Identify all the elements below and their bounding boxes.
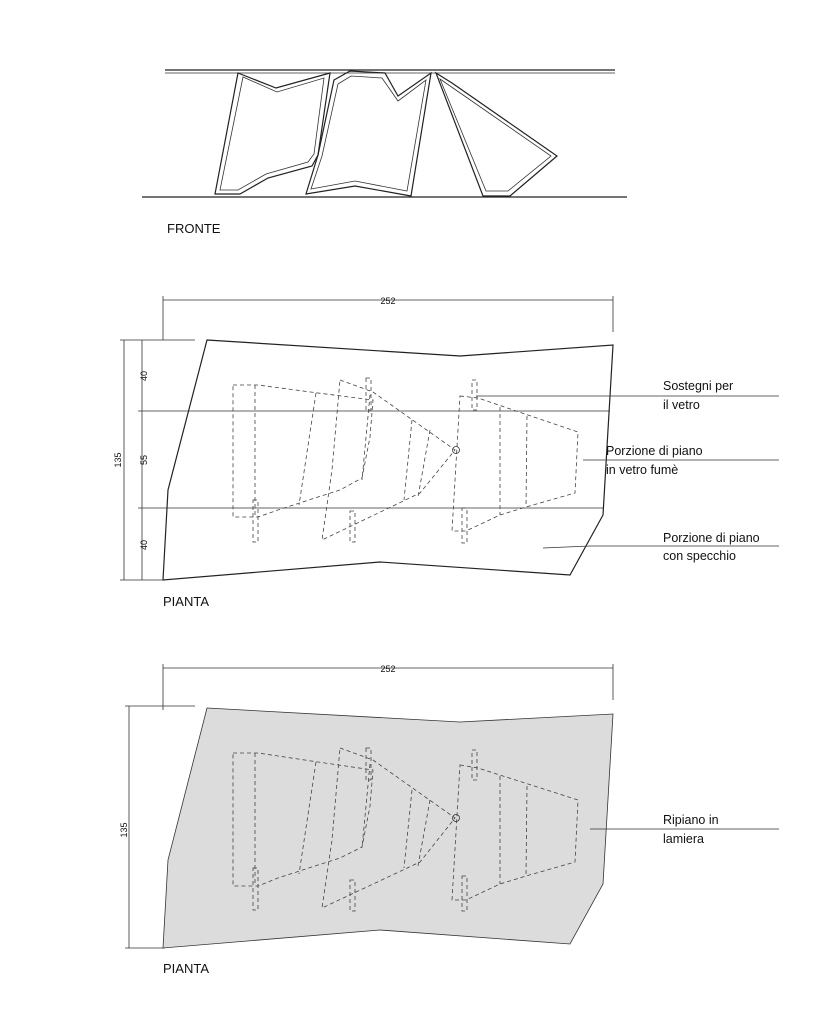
plan1-dim-width-label: 252 [380,296,395,306]
plan1-dim-strip-top-label: 40 [139,371,149,381]
plan1-callout-glass-l2: in vetro fumè [606,463,678,477]
plan2-shelf [162,707,614,949]
plan2-callout-l1: Ripiano in [663,813,719,827]
plan1-leader-mirror [542,545,779,549]
plan1-callout-mirror-l1: Porzione di piano [663,531,760,545]
plan1-table-outline [162,339,614,581]
plan1-callout-supports-l1: Sostegni per [663,379,733,393]
front-support-2 [305,70,432,197]
plan2-supports [232,747,579,912]
plan1-dim-total-label: 135 [113,452,123,467]
plan2-dim-total-label: 135 [119,822,129,837]
front-view: FRONTE [142,69,627,236]
plan-view-1: 252 135 40 55 40 [113,296,779,609]
plan2-pivot-marker [452,814,460,822]
front-support-1-inner [219,76,325,191]
front-support-1 [214,72,331,195]
front-title: FRONTE [167,221,221,236]
front-support-2-inner [310,75,427,192]
plan1-callout-mirror-l2: con specchio [663,549,736,563]
plan1-title: PIANTA [163,594,209,609]
plan1-pivot-marker [452,446,460,454]
plan1-dim-strip-mid-label: 55 [139,455,149,465]
front-support-3-inner [439,77,552,192]
plan1-supports [232,377,579,544]
plan1-callout-glass-l1: Porzione di piano [606,444,703,458]
plan2-title: PIANTA [163,961,209,976]
plan2-dim-width-label: 252 [380,664,395,674]
front-support-3 [434,71,558,197]
plan2-callout-l2: lamiera [663,832,704,846]
plan1-callout-supports-l2: il vetro [663,398,700,412]
plan-view-2: 252 135 Ripiano in lamiera PIA [119,664,779,976]
plan1-dim-strip-bottom-label: 40 [139,540,149,550]
